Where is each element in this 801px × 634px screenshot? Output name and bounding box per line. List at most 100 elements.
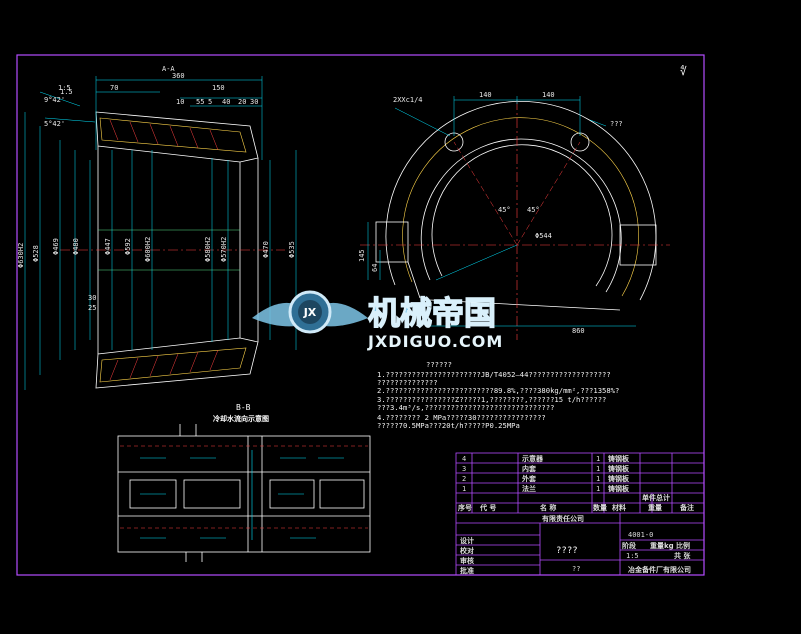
drawing-label: 2XXc1/4 <box>393 96 423 104</box>
drawing-label: 外套 <box>522 474 537 483</box>
drawing-label: Φ535 <box>288 241 296 258</box>
drawing-label: Φ600H2 <box>144 237 152 262</box>
drawing-label: Φ469 <box>52 238 60 255</box>
drawing-label: 审核 <box>460 556 474 565</box>
drawing-label: 25 <box>88 304 96 312</box>
drawing-label: 单件 <box>642 493 656 502</box>
drawing-label: 2.?????????????????????????89.8%,????380… <box>377 386 619 395</box>
drawing-label: 3 <box>462 465 466 473</box>
drawing-label: 冷却水流向示意图 <box>213 414 269 423</box>
drawing-label: 10 <box>176 98 184 106</box>
drawing-label: 55 <box>196 98 204 106</box>
drawing-label: 150 <box>212 84 225 92</box>
watermark-emblem-text: JX <box>303 306 317 319</box>
drawing-label: 360 <box>172 72 185 80</box>
drawing-label: 140 <box>542 91 555 99</box>
drawing-label: Φ544 <box>535 232 552 240</box>
drawing-label: 70 <box>110 84 118 92</box>
drawing-label: 1.??????????????????????JB/T4052—44?????… <box>377 370 611 379</box>
drawing-label: 1 <box>596 455 600 463</box>
drawing-label: 1 <box>596 475 600 483</box>
drawing-label: ?????????????? <box>377 378 438 387</box>
section-label-a: A-A <box>162 65 175 73</box>
drawing-label: 5 <box>208 98 212 106</box>
watermark-brand-cn: 机械帝国 <box>368 294 496 332</box>
drawing-label: 1:5 <box>626 552 639 560</box>
drawing-label: 有限责任公司 <box>542 514 584 523</box>
drawing-label: 铸钢板 <box>608 464 630 473</box>
drawing-frame <box>16 54 705 576</box>
drawing-label: Φ580H2 <box>204 237 212 262</box>
drawing-label: 4 <box>462 455 466 463</box>
drawing-label: 3.????????????????Z?????1,????????,?????… <box>377 395 606 404</box>
left-section-view <box>60 111 285 389</box>
title-block <box>455 452 705 576</box>
drawing-label: 145 <box>358 249 366 262</box>
drawing-label: Φ592 <box>124 238 132 255</box>
drawing-label: 1:5 <box>58 84 71 92</box>
drawing-label: 30 <box>250 98 258 106</box>
drawing-label: 64 <box>371 264 379 272</box>
drawing-label: 铸钢板 <box>608 484 630 493</box>
drawing-label: 9°42' <box>44 96 65 104</box>
drawing-label: 示意器 <box>521 454 544 463</box>
drawing-label: 校对 <box>460 546 474 555</box>
drawing-label: Φ480 <box>72 238 80 255</box>
drawing-label: 4001-0 <box>628 531 653 539</box>
left-view-dim-text: 1:5 70 360 150 10 55 5 40 20 30 5°42' 1.… <box>17 72 296 312</box>
drawing-label: Φ528 <box>32 245 40 262</box>
drawing-label: 冶金备件厂有限公司 <box>628 565 691 574</box>
drawing-label: 内套 <box>522 464 537 473</box>
drawing-label: 铸钢板 <box>608 474 630 483</box>
drawing-label: Φ470 <box>262 241 270 258</box>
drawing-label: 材料 <box>611 503 626 512</box>
section-b-b: B-B 冷却水流向示意图 <box>117 403 371 562</box>
drawing-label: ???? <box>556 546 578 556</box>
drawing-label: 20 <box>238 98 246 106</box>
drawing-label: 名 称 <box>540 503 556 512</box>
drawing-label: 数量 <box>593 503 607 512</box>
drawing-label: 4.???????? 2 MPa?????30???????????????? <box>377 413 546 422</box>
drawing-label: 批准 <box>460 566 474 575</box>
watermark-logo: JX <box>252 290 368 334</box>
drawing-label: 1 <box>462 485 466 493</box>
drawing-label: Φ630H2 <box>17 243 25 268</box>
drawing-label: 重量kg <box>650 541 674 550</box>
drawing-label: 1.5 <box>60 88 73 96</box>
notes-title: ?????? <box>426 360 452 369</box>
drawing-label: ?????70.5MPa???20t/h?????P0.25MPa <box>377 421 520 430</box>
right-view-dimensions <box>367 96 636 327</box>
drawing-label: 5°42' <box>44 120 65 128</box>
drawing-label: Φ447 <box>104 238 112 255</box>
drawing-label: 比例 <box>676 541 690 550</box>
technical-notes: ?????? 1.??????????????????????JB/T4052—… <box>377 360 619 430</box>
drawing-label: 1 <box>596 485 600 493</box>
left-view-dimensions <box>24 76 297 390</box>
drawing-label: 备注 <box>679 503 694 512</box>
drawing-label: 设计 <box>460 536 474 545</box>
drawing-label: 重量 <box>648 503 662 512</box>
drawing-label: 法兰 <box>522 484 536 493</box>
drawing-label: 总计 <box>656 493 670 502</box>
drawing-label: 45° <box>498 206 511 214</box>
drawing-label: 40 <box>222 98 230 106</box>
drawing-label: 2 <box>462 475 466 483</box>
drawing-label: 30 <box>88 294 96 302</box>
right-view-dim-text: 2XXc1/4 140 140 45° 45° Φ544 145 64 860 … <box>358 91 623 335</box>
drawing-label: 45° <box>527 206 540 214</box>
drawing-label: 860 <box>572 327 585 335</box>
drawing-label: Φ570H2 <box>220 237 228 262</box>
drawing-label: 铸钢板 <box>608 454 630 463</box>
drawing-label: 共 张 <box>674 551 691 560</box>
drawing-label: 代 号 <box>479 503 496 512</box>
drawing-label: ??? <box>610 120 623 128</box>
drawing-label: B-B <box>236 403 251 412</box>
drawing-label: 140 <box>479 91 492 99</box>
drawing-label: 序号 <box>457 503 472 512</box>
drawing-label: ???3.4m³/s,?????????????????????????????… <box>377 403 554 412</box>
drawing-label: ?? <box>572 565 580 573</box>
watermark-brand-en: JXDIGUO.COM <box>367 332 503 351</box>
roughness-symbol: ∜ <box>680 65 687 78</box>
title-block-text: 4 示意器 1 铸钢板 3 内套 1 铸钢板 2 外套 1 铸钢板 1 法兰 1… <box>457 454 694 575</box>
